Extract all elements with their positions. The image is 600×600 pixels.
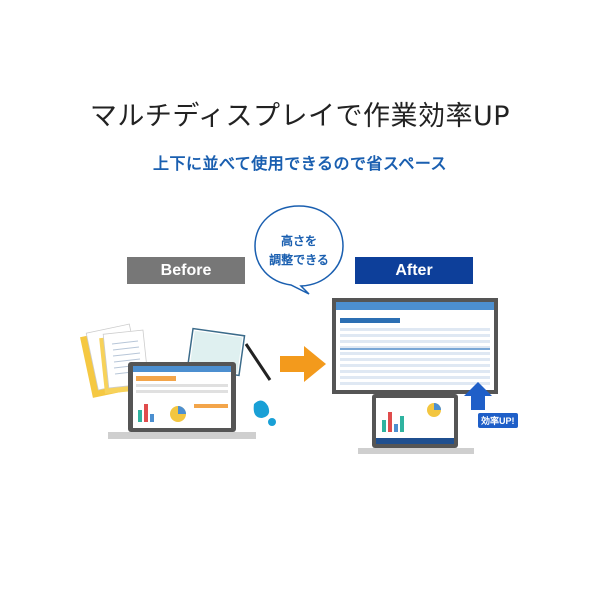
after-illustration <box>332 298 498 454</box>
efficiency-badge: 効率UP! <box>478 413 518 428</box>
speech-bubble <box>254 205 344 295</box>
bubble-line-1: 高さを <box>280 234 317 248</box>
bubble-text: 高さを 調整できる <box>251 232 347 270</box>
bubble-line-2: 調整できる <box>269 253 329 267</box>
external-monitor-icon <box>332 298 498 394</box>
right-arrow-icon <box>280 346 326 382</box>
before-label: Before <box>127 257 245 284</box>
laptop-icon <box>358 394 474 454</box>
document-folder-icon <box>80 323 150 398</box>
subheadline: 上下に並べて使用できるので省スペース <box>152 154 448 173</box>
headline: マルチディスプレイで作業効率UP <box>89 101 511 132</box>
before-illustration <box>80 323 276 439</box>
after-label: After <box>355 257 473 284</box>
splash-icon <box>253 400 276 426</box>
laptop-icon <box>108 362 256 439</box>
up-arrow-icon <box>464 382 492 410</box>
